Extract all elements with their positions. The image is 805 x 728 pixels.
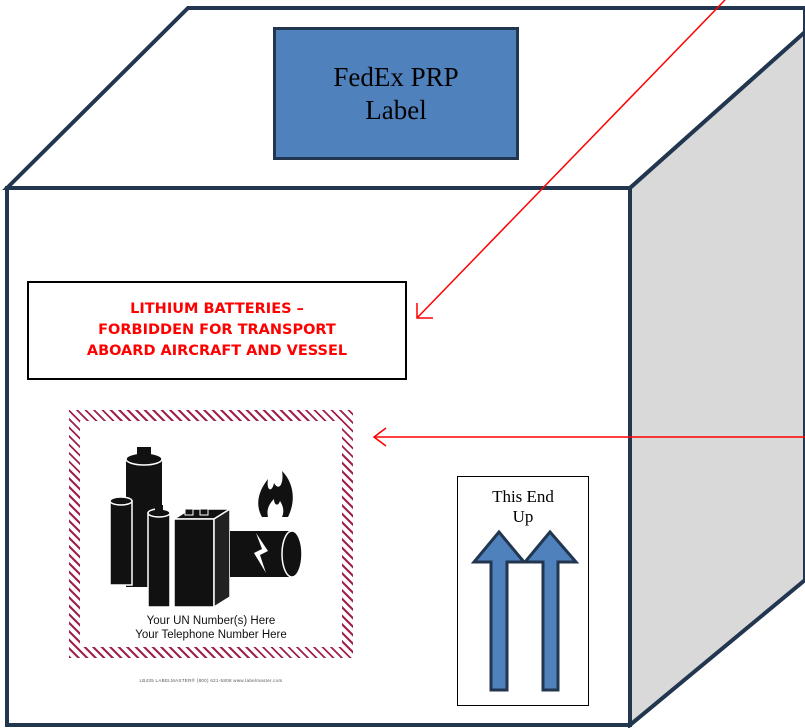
fedex-label-line2: Label [365,94,427,125]
damaged-battery-icon [230,530,303,578]
lithium-battery-handling-label: Your UN Number(s) Here Your Telephone Nu… [67,408,355,688]
this-end-up-label: This End Up [457,476,589,706]
battery-pointer-arrowhead [372,427,387,447]
this-end-up-line1: This End [492,487,554,506]
telephone-number-text: Your Telephone Number Here [135,629,287,641]
up-arrow-left-icon [470,529,528,692]
label-footer-text: LB435 LABELMASTER® (800) 621-5808 www.la… [139,678,283,683]
warning-line2: FORBIDDEN FOR TRANSPORT [98,321,336,338]
this-end-up-text: This End Up [458,487,588,528]
battery-aa-icon [147,505,171,608]
up-arrow-right-icon [521,529,580,692]
warning-pointer-arrowhead [416,303,433,319]
warning-line1: LITHIUM BATTERIES – [130,300,304,317]
battery-9v-block-icon [171,507,233,609]
battery-pictogram-icon [109,447,303,609]
fedex-label-line1: FedEx PRP [333,62,459,93]
fedex-prp-label: FedEx PRP Label [273,27,519,160]
battery-label-inner: Your UN Number(s) Here Your Telephone Nu… [80,421,342,647]
warning-line3: ABOARD AIRCRAFT AND VESSEL [86,343,348,359]
warning-pointer-line [416,0,726,319]
battery-small-cylinder-icon [109,496,133,586]
flame-icon [258,471,293,517]
up-arrows-graphic [470,529,580,692]
lithium-warning-label: LITHIUM BATTERIES – FORBIDDEN FOR TRANSP… [27,281,407,380]
un-number-text: Your UN Number(s) Here [146,615,276,627]
this-end-up-line2: Up [512,507,534,527]
